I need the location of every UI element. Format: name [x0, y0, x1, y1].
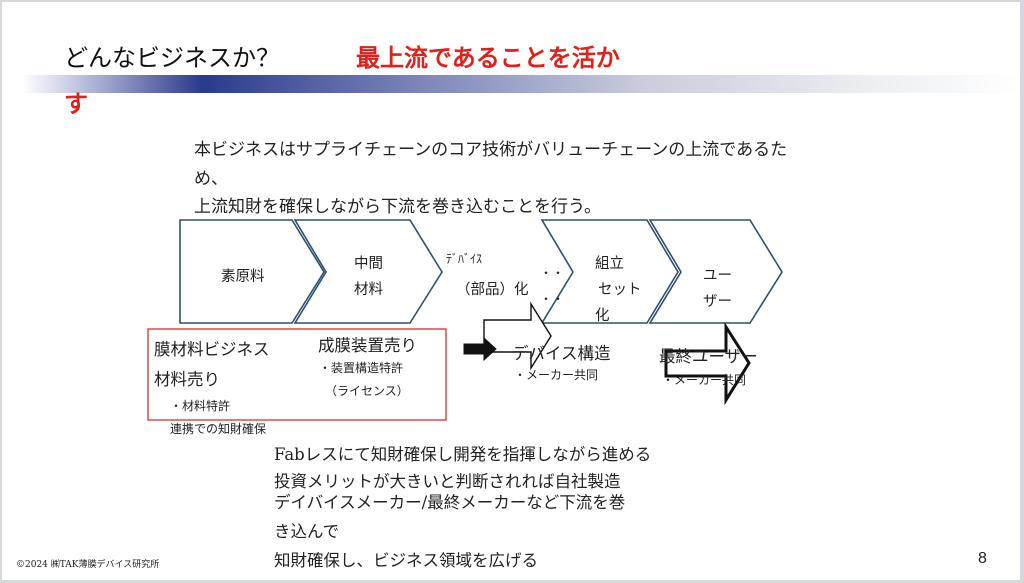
film-business-box	[147, 328, 447, 421]
bottom-line-3: デイバイスメーカー/最終メーカーなど下流を巻	[274, 493, 626, 512]
chain-step-intermediate-line2: 材料	[354, 282, 383, 298]
bottom-line-2: 投資メリットが大きいと判断されれば自社製造	[274, 472, 621, 491]
film-business-title: 膜材料ビジネス	[154, 340, 270, 359]
equipment-business-license: （ライセンス）	[325, 384, 409, 398]
device-structure-title: デバイス構造	[512, 344, 611, 363]
chain-step-assembly-line2: セット	[598, 282, 642, 298]
bottom-line-1: Fabレスにて知財確保し開発を指揮しながら進める	[274, 445, 652, 464]
chain-dots-1: ・・	[540, 266, 565, 280]
device-structure-sub: ・メーカー共同	[514, 368, 599, 382]
title-gradient-bar	[22, 75, 1020, 93]
final-user-sub: ・メーカー共同	[662, 373, 747, 387]
outline-arrow-to-final	[664, 321, 751, 406]
slide-title-emphasis-wrap: す	[64, 89, 88, 118]
chain-step-device-line1: ﾃﾞﾊﾞｲｽ	[446, 252, 483, 266]
chevron-intermediate	[293, 219, 443, 324]
bottom-line-5: 知財確保し、ビジネス領域を広げる	[274, 551, 538, 570]
chevron-raw-material	[179, 219, 325, 324]
equipment-business-patent: ・装置構造特許	[319, 361, 404, 375]
film-business-link: 連携での知財確保	[170, 422, 267, 436]
chevron-user	[648, 219, 783, 324]
chain-step-user-line2: ザー	[703, 294, 732, 310]
film-business-subtitle: 材料売り	[154, 370, 220, 389]
solid-arrow-to-device	[463, 336, 497, 362]
chain-dots-2: ・・	[540, 292, 565, 306]
chain-step-raw-material: 素原料	[221, 269, 265, 285]
equipment-business-title: 成膜装置売り	[318, 336, 417, 355]
intro-line-3: 上流知財を確保しながら下流を巻き込むことを行う。	[194, 197, 601, 217]
chain-step-assembly-line3: 化	[595, 308, 610, 324]
chain-step-user-line1: ユー	[703, 268, 732, 284]
bottom-line-4: き込んで	[274, 522, 340, 541]
chain-step-assembly-line1: 組立	[595, 256, 624, 272]
chain-step-intermediate-line1: 中間	[354, 256, 383, 272]
slide-title-emphasis: 最上流であることを活か	[356, 43, 620, 72]
final-user-title: 最終ユーザー	[659, 347, 758, 366]
slide-title: どんなビジネスか？	[64, 44, 280, 72]
chain-step-device-line2: （部品）化	[456, 282, 529, 298]
page-number: 8	[978, 550, 987, 567]
copyright: ©2024 ㈱TAK薄膜デバイス研究所	[16, 560, 160, 570]
intro-line-2: め、	[194, 169, 228, 189]
intro-line-1: 本ビジネスはサプライチェーンのコア技術がバリューチェーンの上流であるた	[194, 140, 788, 160]
chevron-assembly	[540, 219, 679, 324]
film-business-patent: ・材料特許	[170, 399, 231, 413]
